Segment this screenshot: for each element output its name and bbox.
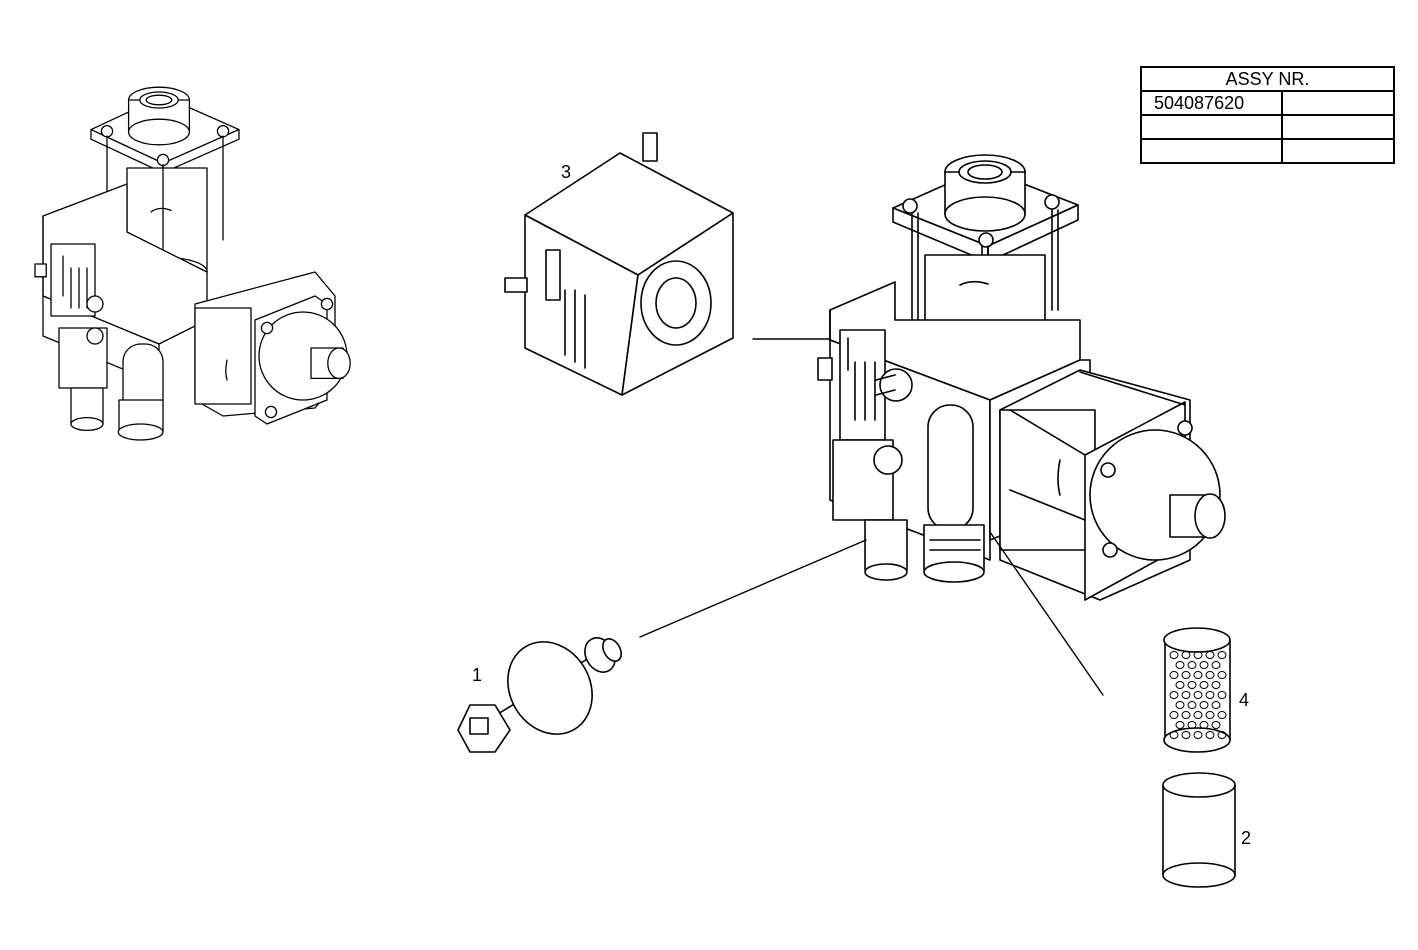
assy-empty-cell [1281,114,1395,140]
leader-line-strainer [989,531,1104,696]
strainer-hole [1211,721,1221,729]
strainer-hole [1187,661,1197,669]
leader-line-sensor [639,539,867,638]
strainer-hole [1187,681,1197,689]
table-row [1140,138,1395,164]
strainer-hole [1211,661,1221,669]
leader-lines [639,338,1104,696]
assy-number-cell: 504087620 [1140,90,1283,116]
strainer-hole [1181,691,1191,699]
strainer-hole [1193,711,1203,719]
strainer-hole [1199,661,1209,669]
assy-empty-cell [1281,90,1395,116]
strainer-hole [1217,691,1227,699]
strainer-hole [1181,711,1191,719]
table-row: 504087620 [1140,90,1395,116]
assy-header: ASSY NR. [1140,66,1395,92]
bushing-part [1162,772,1236,888]
assy-number-cell [1140,138,1283,164]
strainer-hole [1181,671,1191,679]
strainer-hole [1187,701,1197,709]
table-row [1140,114,1395,140]
solenoid-coil-part [504,132,734,396]
strainer-hole [1211,681,1221,689]
strainer-hole [1217,731,1227,739]
strainer-hole [1211,701,1221,709]
callout-4: 4 [1239,690,1249,710]
strainer-hole [1169,691,1179,699]
strainer-hole [1205,651,1215,659]
strainer-part [1163,627,1231,753]
strainer-hole [1217,711,1227,719]
callout-1: 1 [472,665,482,685]
strainer-hole [1169,711,1179,719]
assy-number-cell [1140,114,1283,140]
strainer-hole [1175,661,1185,669]
callout-2: 2 [1241,828,1251,848]
assy-empty-cell [1281,138,1395,164]
strainer-hole [1199,701,1209,709]
valve-assembly-main [817,154,1226,601]
strainer-hole [1169,731,1179,739]
strainer-hole [1175,681,1185,689]
strainer-hole [1175,701,1185,709]
strainer-hole [1205,671,1215,679]
strainer-hole [1169,671,1179,679]
strainer-hole [1187,721,1197,729]
strainer-hole [1217,671,1227,679]
strainer-hole [1175,721,1185,729]
strainer-hole [1193,651,1203,659]
strainer-hole [1193,691,1203,699]
strainer-hole [1205,711,1215,719]
strainer-hole [1199,721,1209,729]
strainer-hole [1169,651,1179,659]
strainer-hole [1199,681,1209,689]
strainer-hole [1205,731,1215,739]
strainer-hole [1181,651,1191,659]
pressure-sensor-part [457,637,622,753]
strainer-hole [1193,731,1203,739]
callout-3: 3 [561,162,571,182]
strainer-hole [1193,671,1203,679]
valve-assembly-overview [34,86,351,441]
strainer-hole [1181,731,1191,739]
strainer-hole [1205,691,1215,699]
strainer-hole [1217,651,1227,659]
assembly-number-table: ASSY NR. 504087620 [1140,66,1395,164]
